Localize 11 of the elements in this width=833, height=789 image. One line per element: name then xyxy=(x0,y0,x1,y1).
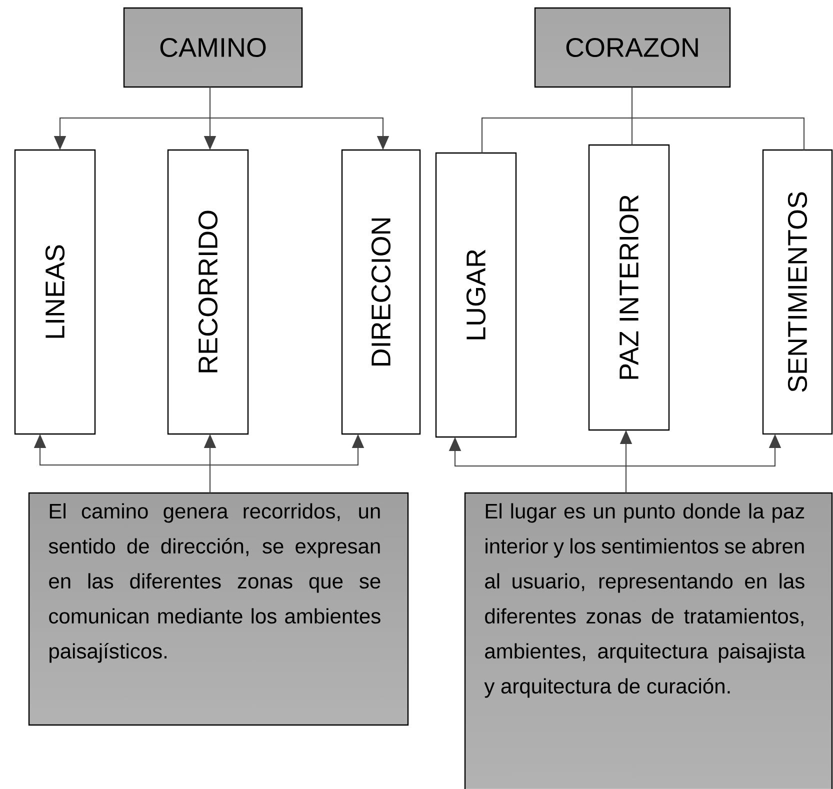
category-box: DIRECCION xyxy=(341,149,421,435)
category-box: RECORRIDO xyxy=(167,149,249,435)
description-box: El lugar es un punto donde la paz interior y los sentimientos se abren al usuario, representando en las diferentes zonas de tratamientos, ambientes, arquitectura paisajista y arquitectura de curación. xyxy=(464,492,833,789)
category-box: PAZ INTERIOR xyxy=(588,144,670,431)
concept-box: CORAZON xyxy=(534,7,731,88)
concept-box: CAMINO xyxy=(123,7,303,88)
category-box: LUGAR xyxy=(435,152,517,438)
description-box: El camino genera recorridos, un sentido de dirección, se expresan en las diferentes zonas que se comunican mediante los ambientes paisajísticos. xyxy=(28,492,409,726)
category-box: LINEAS xyxy=(14,149,96,435)
category-box: SENTIMIENTOS xyxy=(762,149,833,435)
connector-line xyxy=(632,86,804,150)
